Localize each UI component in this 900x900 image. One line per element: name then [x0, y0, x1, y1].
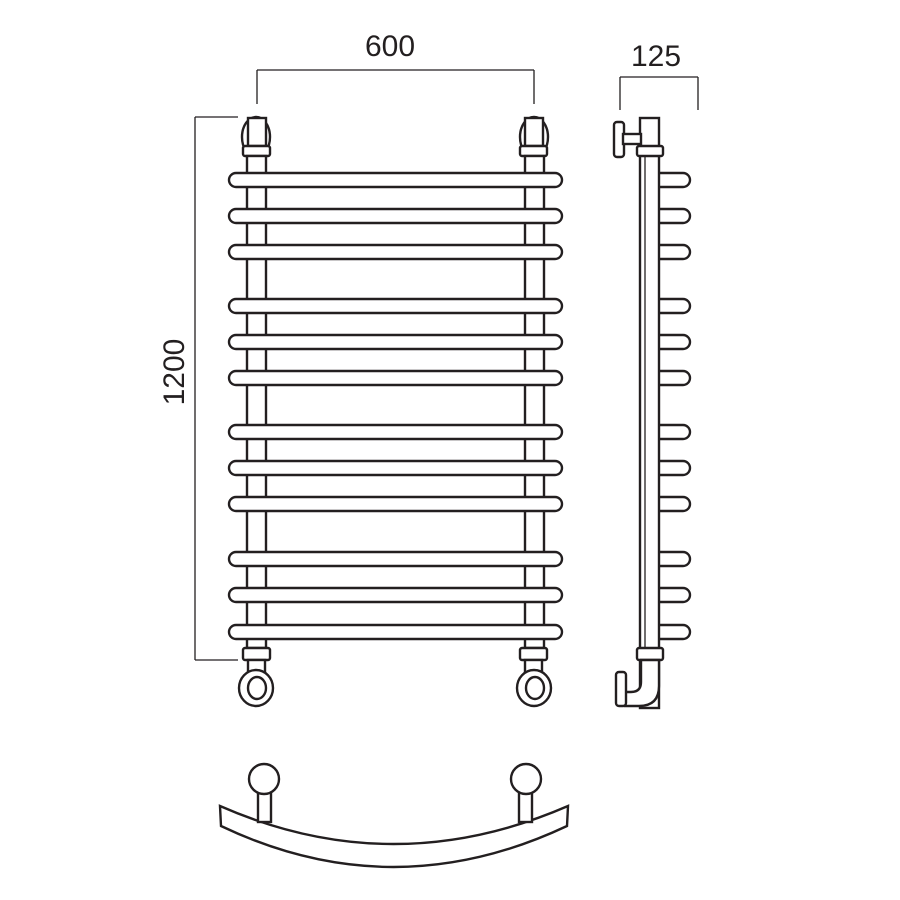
side-rail-stub: [653, 623, 692, 641]
side-view: [612, 116, 692, 710]
front-rail: [227, 423, 564, 441]
front-rail: [227, 459, 564, 477]
side-rail-stub: [653, 586, 692, 604]
top-view-curved-rail: [218, 804, 570, 869]
side-rail-stub: [653, 171, 692, 189]
side-rail-stub: [653, 369, 692, 387]
front-rail: [227, 369, 564, 387]
front-rails: [227, 171, 564, 641]
front-collector-right: [523, 154, 546, 650]
front-rail: [227, 495, 564, 513]
side-rails: [653, 171, 692, 641]
front-rail: [227, 207, 564, 225]
front-rail: [227, 171, 564, 189]
top-view-mount-right: [509, 762, 543, 796]
front-bottom-valve-right: [515, 646, 553, 708]
front-rail: [227, 623, 564, 641]
front-rail: [227, 297, 564, 315]
side-rail-stub: [653, 243, 692, 261]
width-dimension: 600: [256, 30, 535, 104]
front-rail: [227, 243, 564, 261]
front-top-mount-left: [240, 115, 272, 159]
side-rail-stub: [653, 297, 692, 315]
top-view-mount-left: [247, 762, 281, 796]
side-rail-stub: [653, 423, 692, 441]
depth-dimension: 125: [619, 40, 699, 110]
side-rail-stub: [653, 459, 692, 477]
front-rail: [227, 333, 564, 351]
width-label: 600: [365, 30, 415, 63]
front-top-mount-right: [518, 115, 550, 159]
height-label: 1200: [158, 339, 191, 406]
side-rail-stub: [653, 550, 692, 568]
height-dimension: 1200: [158, 116, 238, 661]
side-rail-stub: [653, 207, 692, 225]
front-view: [227, 115, 564, 708]
depth-label: 125: [631, 40, 681, 73]
side-rail-stub: [653, 333, 692, 351]
front-bottom-valve-left: [237, 646, 275, 708]
top-view: [218, 762, 570, 869]
front-collector-left: [245, 154, 268, 650]
front-rail: [227, 550, 564, 568]
side-collector: [638, 116, 661, 710]
side-top-mount: [612, 120, 665, 159]
side-rail-stub: [653, 495, 692, 513]
side-bottom-elbow: [614, 646, 665, 708]
front-rail: [227, 586, 564, 604]
